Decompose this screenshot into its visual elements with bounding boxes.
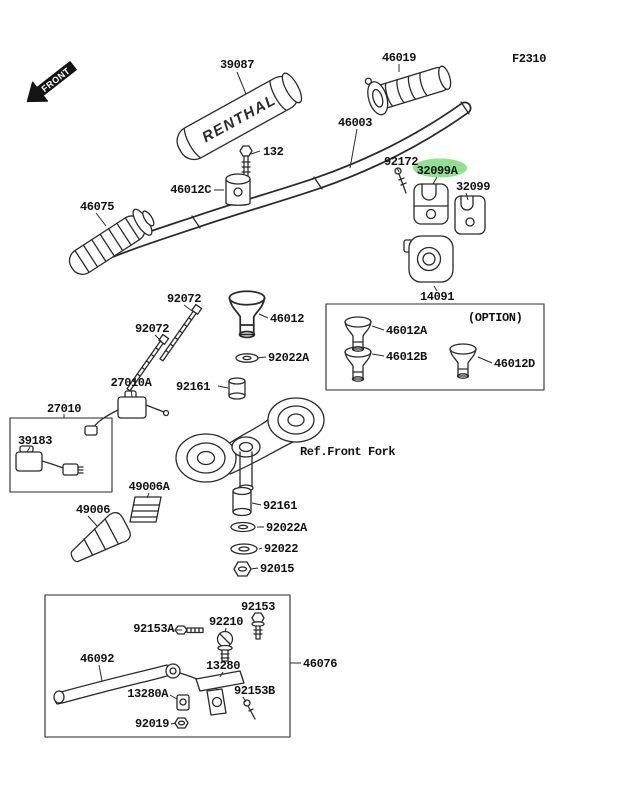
part-bellows-49006A [129, 496, 162, 523]
part-label-46075[interactable]: 46075 [80, 200, 115, 214]
part-label-92019[interactable]: 92019 [135, 717, 170, 731]
part-holder-14091 [403, 235, 454, 283]
part-clamp-46012C [225, 173, 251, 206]
part-label-92153[interactable]: 92153 [241, 600, 276, 614]
part-washer-92022A-lower [230, 521, 256, 533]
part-label-92210[interactable]: 92210 [209, 615, 244, 629]
part-label-46003[interactable]: 46003 [338, 116, 373, 130]
part-label-92072-b[interactable]: 92072 [135, 322, 170, 336]
part-switch-39183 [15, 445, 84, 476]
lever-assembly-box [44, 594, 291, 738]
part-label-92015[interactable]: 92015 [260, 562, 295, 576]
selected-part-highlight [413, 158, 467, 178]
part-washer-92022A-upper [235, 353, 259, 363]
leader-lines [26, 64, 493, 725]
part-label-49006[interactable]: 49006 [76, 503, 111, 517]
part-holder-13280 [195, 670, 245, 716]
part-switch-27010A [84, 390, 170, 436]
part-label-46012A[interactable]: 46012A [386, 324, 428, 338]
part-label-46076[interactable]: 46076 [303, 657, 338, 671]
part-triple-clamp-ref [175, 397, 325, 492]
part-label-39183[interactable]: 39183 [18, 434, 53, 448]
part-bracket-32099A [413, 183, 449, 225]
part-throttle-tube-46019 [364, 65, 452, 116]
part-label-46012B[interactable]: 46012B [386, 350, 427, 364]
part-label-27010[interactable]: 27010 [47, 402, 82, 416]
part-bolt-92153 [251, 612, 265, 640]
box-27010 [9, 417, 113, 493]
part-grip-39087: RENTHAL [176, 72, 303, 161]
option-label: (OPTION) [468, 311, 522, 325]
figure-code-label: F2310 [512, 52, 546, 66]
part-clamp-46012B [344, 346, 372, 382]
part-label-92022A-a[interactable]: 92022A [268, 351, 310, 365]
part-label-46012C[interactable]: 46012C [170, 183, 211, 197]
part-grip-46075 [68, 208, 155, 275]
part-nut-92019 [174, 717, 189, 729]
part-label-46092[interactable]: 46092 [80, 652, 115, 666]
part-screw-92172 [394, 167, 407, 194]
part-label-46012D[interactable]: 46012D [494, 357, 535, 371]
ref-front-fork-label: Ref.Front Fork [300, 445, 395, 459]
part-label-46019[interactable]: 46019 [382, 51, 417, 65]
part-label-49006A[interactable]: 49006A [129, 480, 171, 494]
part-label-13280[interactable]: 13280 [206, 659, 241, 673]
part-bolt-92153A [174, 625, 204, 635]
part-bracket-32099 [454, 195, 486, 235]
part-label-132[interactable]: 132 [263, 145, 284, 159]
front-direction-arrow-icon: FRONT [26, 61, 77, 103]
option-box [325, 303, 545, 391]
part-labels: 39087 46019 F2310 46003 132 46012C 92172… [18, 51, 547, 731]
part-bolt-132 [239, 145, 253, 179]
part-label-27010A[interactable]: 27010A [111, 376, 153, 390]
part-clamp-46012A [344, 316, 372, 352]
part-label-32099[interactable]: 32099 [456, 180, 491, 194]
part-washer-92022 [230, 543, 258, 555]
part-label-92172[interactable]: 92172 [384, 155, 419, 169]
part-label-92153B[interactable]: 92153B [234, 684, 275, 698]
part-screw-92153B [243, 699, 256, 720]
part-label-92072-a[interactable]: 92072 [167, 292, 202, 306]
part-label-92022A-b[interactable]: 92022A [266, 521, 308, 535]
front-arrow-label: FRONT [40, 66, 73, 95]
part-label-14091[interactable]: 14091 [420, 290, 455, 304]
part-label-92153A[interactable]: 92153A [133, 622, 175, 636]
part-label-46012[interactable]: 46012 [270, 312, 305, 326]
part-lever-46092 [53, 663, 219, 705]
part-clamp-46012D [449, 343, 477, 379]
part-nut-92015 [233, 561, 252, 577]
part-piece-13280A [176, 694, 190, 711]
part-adjuster-92210 [216, 630, 234, 662]
part-label-32099A[interactable]: 32099A [417, 164, 459, 178]
part-label-92161-b[interactable]: 92161 [263, 499, 298, 513]
part-label-39087[interactable]: 39087 [220, 58, 255, 72]
part-damper-92161-upper [228, 377, 246, 400]
part-label-13280A[interactable]: 13280A [127, 687, 169, 701]
part-cable-tie-92072-a [159, 303, 203, 362]
part-boot-49006 [70, 512, 131, 563]
part-label-92161-a[interactable]: 92161 [176, 380, 211, 394]
part-damper-92161-lower [232, 486, 252, 517]
part-label-92022[interactable]: 92022 [264, 542, 299, 556]
